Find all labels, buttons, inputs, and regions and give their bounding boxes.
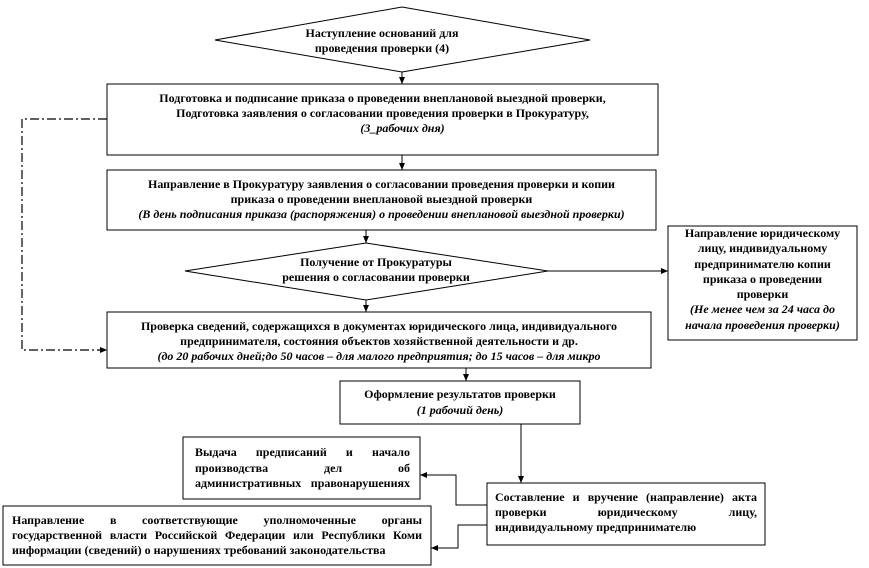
issue-line-3: административных правонарушениях <box>195 476 410 490</box>
report-line-3: информации (сведений) о нарушениях требо… <box>12 543 386 557</box>
results-duration-note: (1 рабочий день) <box>416 403 504 417</box>
verify-line-2: предпринимателя, состояния объектов хозя… <box>180 334 578 348</box>
notify-line-4: приказа о проведении <box>702 271 823 286</box>
approval-line-1: Получение от Прокуратуры <box>300 255 452 269</box>
verify-line-1: Проверка сведений, содержащихся в докуме… <box>140 319 618 333</box>
report-line-2: государственной власти Российской Федера… <box>12 528 422 542</box>
results-label: Оформление результатов проверки (1 рабоч… <box>340 386 580 418</box>
act-line-2: проверки юридическому лицу, <box>495 505 757 519</box>
notify-line-5: проверки <box>736 287 789 302</box>
send-line-1: Направление в Прокуратуру заявления о со… <box>148 177 615 191</box>
send-deadline-note: (В день подписания приказа (распоряжения… <box>138 207 625 221</box>
act-line-3: индивидуальному предпринимателю <box>495 520 697 534</box>
dashdot-arrow-prepare-to-verify <box>21 118 107 353</box>
approval-label: Получение от Прокуратуры решения о согла… <box>266 255 486 285</box>
send-to-prosecutor-box <box>106 169 657 231</box>
verify-box <box>106 311 652 369</box>
start-label: Наступление оснований для проведения про… <box>282 26 482 56</box>
issue-label: Выдача предписаний и начало производства… <box>195 445 410 492</box>
issue-line-1: Выдача предписаний и начало <box>195 445 410 459</box>
issue-line-2: производства дел об <box>195 460 410 475</box>
notify-label: Направление юридическому лицу, индивидуа… <box>668 226 857 333</box>
notify-line-1: Направление юридическому <box>684 226 841 240</box>
start-line-1: Наступление оснований для <box>305 26 459 40</box>
verify-label: Проверка сведений, содержащихся в докуме… <box>107 319 651 364</box>
notify-box <box>667 225 858 341</box>
verify-duration-note: (до 20 рабочих дней;до 50 часов – для ма… <box>157 349 601 363</box>
issue-box <box>182 436 421 500</box>
results-box <box>339 380 581 425</box>
send-line-2: приказа о проведении внеплановой выездно… <box>230 192 533 206</box>
prepare-line-1: Подготовка и подписание приказа о провед… <box>159 91 606 105</box>
arrow-act-to-issue <box>420 472 487 506</box>
start-line-2: проведения проверки (4) <box>314 41 450 55</box>
act-box <box>486 482 766 546</box>
prepare-line-2: Подготовка заявления о согласовании пров… <box>176 106 589 120</box>
arrow-act-to-report <box>431 524 487 551</box>
report-label: Направление в соответствующие уполномоче… <box>12 513 422 558</box>
approval-line-2: решения о согласовании проверки <box>282 270 470 284</box>
act-label: Составление и вручение (направление) акт… <box>495 490 757 535</box>
send-to-prosecutor-label: Направление в Прокуратуру заявления о со… <box>107 177 656 222</box>
results-line-1: Оформление результатов проверки <box>364 387 556 401</box>
report-box <box>2 505 432 566</box>
act-line-1: Составление и вручение (направление) акт… <box>495 490 757 504</box>
prepare-label: Подготовка и подписание приказа о провед… <box>107 91 658 136</box>
start-diamond <box>214 6 591 73</box>
notify-line-2: лицу, индивидуальному <box>697 241 828 256</box>
notify-line-3: предпринимателю копии <box>694 256 831 271</box>
notify-deadline-note-1: (Не менее чем за 24 часа до <box>689 302 835 317</box>
notify-deadline-note-2: начала проведения проверки) <box>685 317 840 332</box>
report-line-1: Направление в соответствующие уполномоче… <box>12 513 422 527</box>
prepare-duration-note: (3_рабочих дня) <box>360 121 445 135</box>
